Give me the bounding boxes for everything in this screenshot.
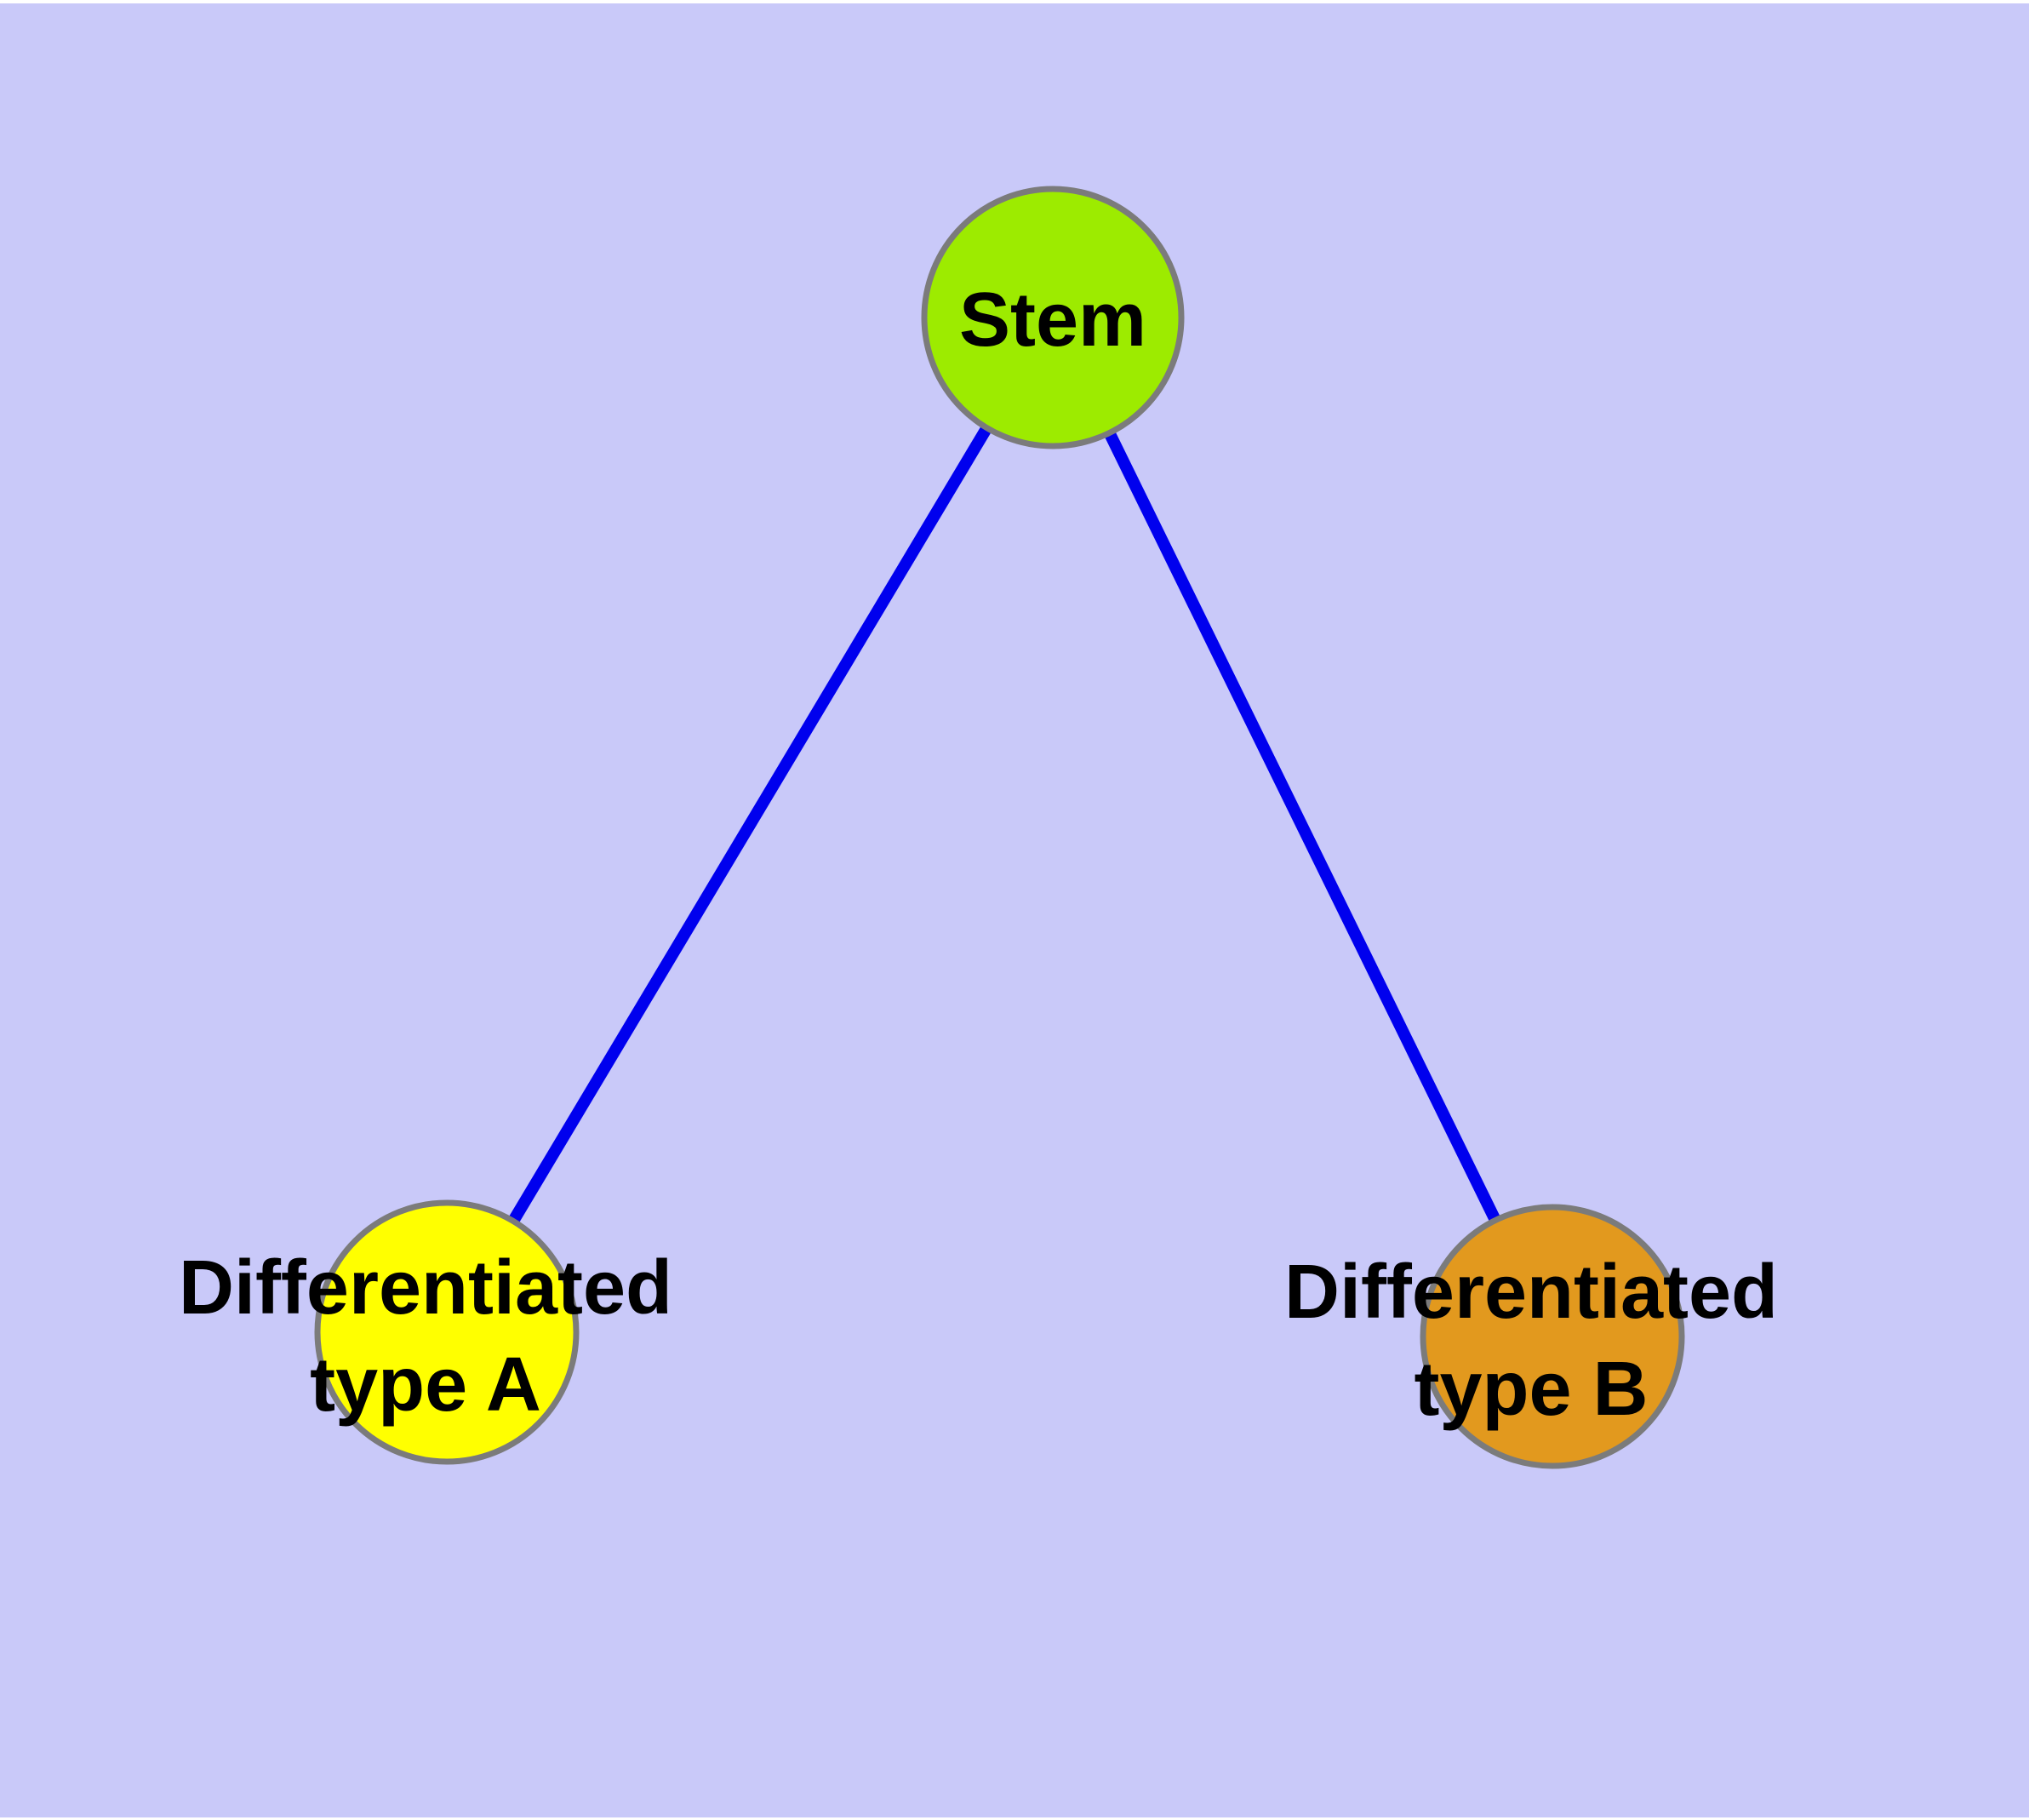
node-stem[interactable] bbox=[921, 186, 1185, 449]
node-differentiated-type-a[interactable] bbox=[314, 1199, 580, 1465]
node-type-a-label-line1: Differentiated bbox=[179, 1245, 672, 1331]
edge-stem-to-type-b bbox=[1047, 314, 1558, 1340]
node-type-a-label-line2: type A bbox=[310, 1342, 541, 1428]
node-type-b-label-line1: Differentiated bbox=[1284, 1250, 1778, 1335]
node-differentiated-type-b[interactable] bbox=[1420, 1204, 1685, 1469]
node-type-b-label-line2: type B bbox=[1414, 1347, 1648, 1432]
node-stem-label: Stem bbox=[959, 278, 1146, 363]
edge-stem-to-type-a bbox=[441, 314, 1059, 1336]
